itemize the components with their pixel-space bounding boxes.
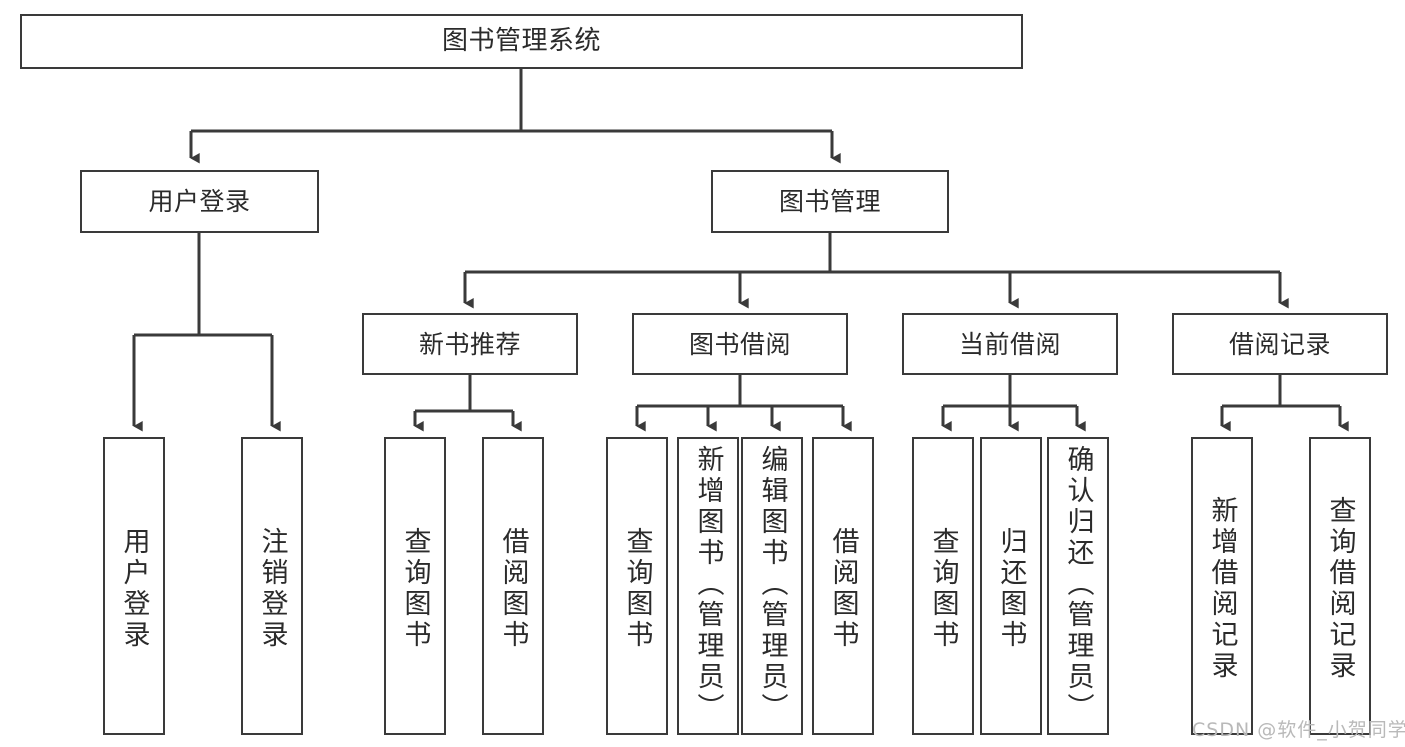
node-book-borrow[interactable]: 图书借阅 (632, 313, 848, 375)
leaf-add-book-admin[interactable]: 新增图书（管理员） (677, 437, 739, 735)
leaf-logout-login[interactable]: 注销登录 (241, 437, 303, 735)
leaf-borrow-book-borrow[interactable]: 借阅图书 (812, 437, 874, 735)
leaf-user-login[interactable]: 用户登录 (103, 437, 165, 735)
csdn-watermark: CSDN @软件_小贺同学 (1192, 719, 1405, 741)
node-label: 确认归还（管理员） (1062, 445, 1094, 724)
leaf-query-book-borrow[interactable]: 查询图书 (606, 437, 668, 735)
leaf-add-borrow-record[interactable]: 新增借阅记录 (1191, 437, 1253, 735)
node-book-management[interactable]: 图书管理 (711, 170, 949, 233)
node-label: 查询图书 (399, 527, 431, 651)
leaf-query-book-recommend[interactable]: 查询图书 (384, 437, 446, 735)
node-label: 图书管理系统 (441, 26, 601, 57)
node-label: 借阅记录 (1228, 329, 1331, 359)
leaf-query-book-current[interactable]: 查询图书 (912, 437, 974, 735)
node-borrow-record[interactable]: 借阅记录 (1172, 313, 1388, 375)
leaf-query-borrow-record[interactable]: 查询借阅记录 (1309, 437, 1371, 735)
node-label: 新增图书（管理员） (692, 445, 724, 724)
node-book-management-system[interactable]: 图书管理系统 (20, 14, 1023, 69)
node-label: 查询借阅记录 (1324, 496, 1356, 682)
node-label: 借阅图书 (827, 527, 859, 651)
node-label: 归还图书 (995, 527, 1027, 651)
leaf-borrow-book-recommend[interactable]: 借阅图书 (482, 437, 544, 735)
node-label: 注销登录 (256, 527, 288, 651)
leaf-confirm-return-admin[interactable]: 确认归还（管理员） (1047, 437, 1109, 735)
node-label: 借阅图书 (497, 527, 529, 651)
node-label: 当前借阅 (958, 329, 1061, 359)
node-user-login[interactable]: 用户登录 (80, 170, 319, 233)
node-current-borrow[interactable]: 当前借阅 (902, 313, 1118, 375)
node-label: 用户登录 (118, 527, 150, 651)
node-label: 图书管理 (778, 187, 881, 216)
node-label: 用户登录 (148, 187, 251, 216)
node-label: 查询图书 (621, 527, 653, 651)
node-label: 查询图书 (927, 527, 959, 651)
node-label: 图书借阅 (688, 329, 791, 359)
node-label: 编辑图书（管理员） (756, 445, 788, 724)
node-label: 新书推荐 (418, 329, 521, 359)
node-label: 新增借阅记录 (1206, 496, 1238, 682)
leaf-edit-book-admin[interactable]: 编辑图书（管理员） (741, 437, 803, 735)
node-new-book-recommend[interactable]: 新书推荐 (362, 313, 578, 375)
leaf-return-book[interactable]: 归还图书 (980, 437, 1042, 735)
